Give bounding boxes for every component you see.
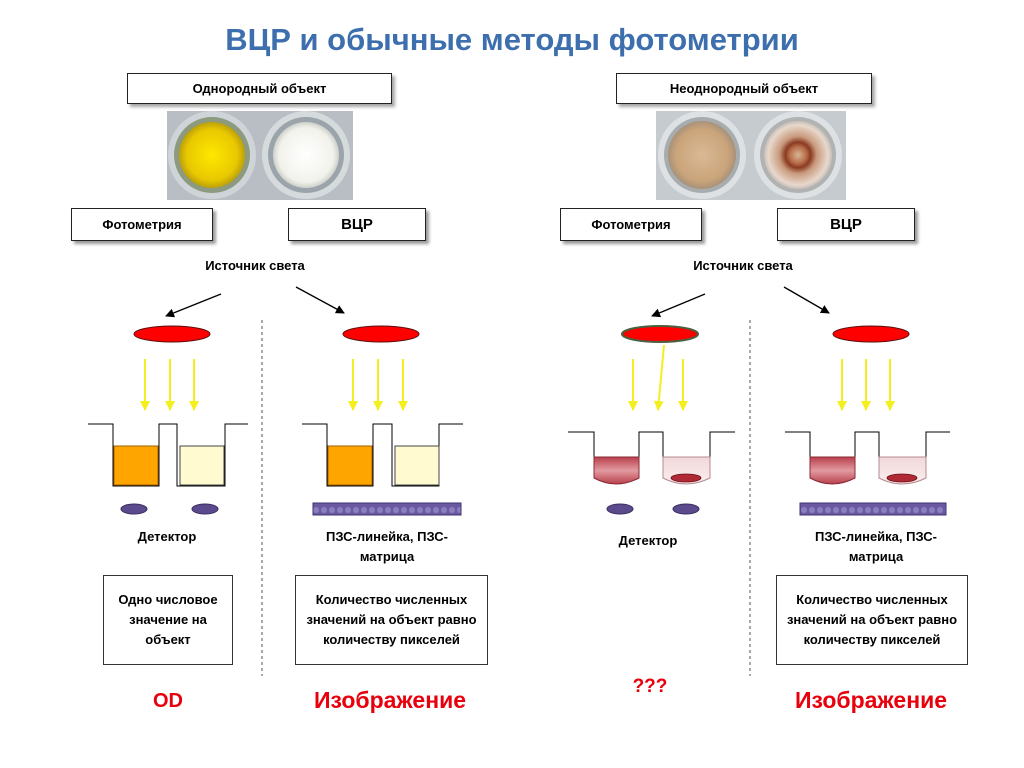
left-photometry-box: Фотометрия	[71, 208, 213, 241]
left-vcr-description: Количество численных значений на объект …	[295, 575, 488, 665]
right-vcr-description: Количество численных значений на объект …	[776, 575, 968, 665]
right-vcr-result: Изображение	[794, 687, 948, 713]
left-detector-label: Детектор	[137, 529, 197, 544]
left-photometry-description: Одно числовое значение на объект	[103, 575, 233, 665]
heterogeneous-object-header: Неоднородный объект	[616, 73, 872, 104]
homogeneous-object-header: Однородный объект	[127, 73, 392, 104]
left-photometry-result: OD	[153, 690, 183, 712]
homogeneous-wells-photo	[167, 111, 353, 200]
left-light-source-label: Источник света	[205, 258, 305, 273]
right-vcr-box: ВЦР	[777, 208, 915, 241]
heterogeneous-wells-photo	[656, 111, 846, 200]
right-light-source-label: Источник света	[693, 258, 793, 273]
left-ccd-label: ПЗС-линейка, ПЗС-матрица	[325, 529, 449, 564]
right-photometry-box: Фотометрия	[560, 208, 702, 241]
right-detector-label: Детектор	[618, 533, 678, 548]
right-photometry-result: ???	[632, 676, 668, 697]
page-title: ВЦР и обычные методы фотометрии	[225, 22, 799, 57]
left-vcr-box: ВЦР	[288, 208, 426, 241]
right-ccd-label: ПЗС-линейка, ПЗС-матрица	[814, 529, 938, 564]
left-vcr-result: Изображение	[313, 687, 467, 713]
